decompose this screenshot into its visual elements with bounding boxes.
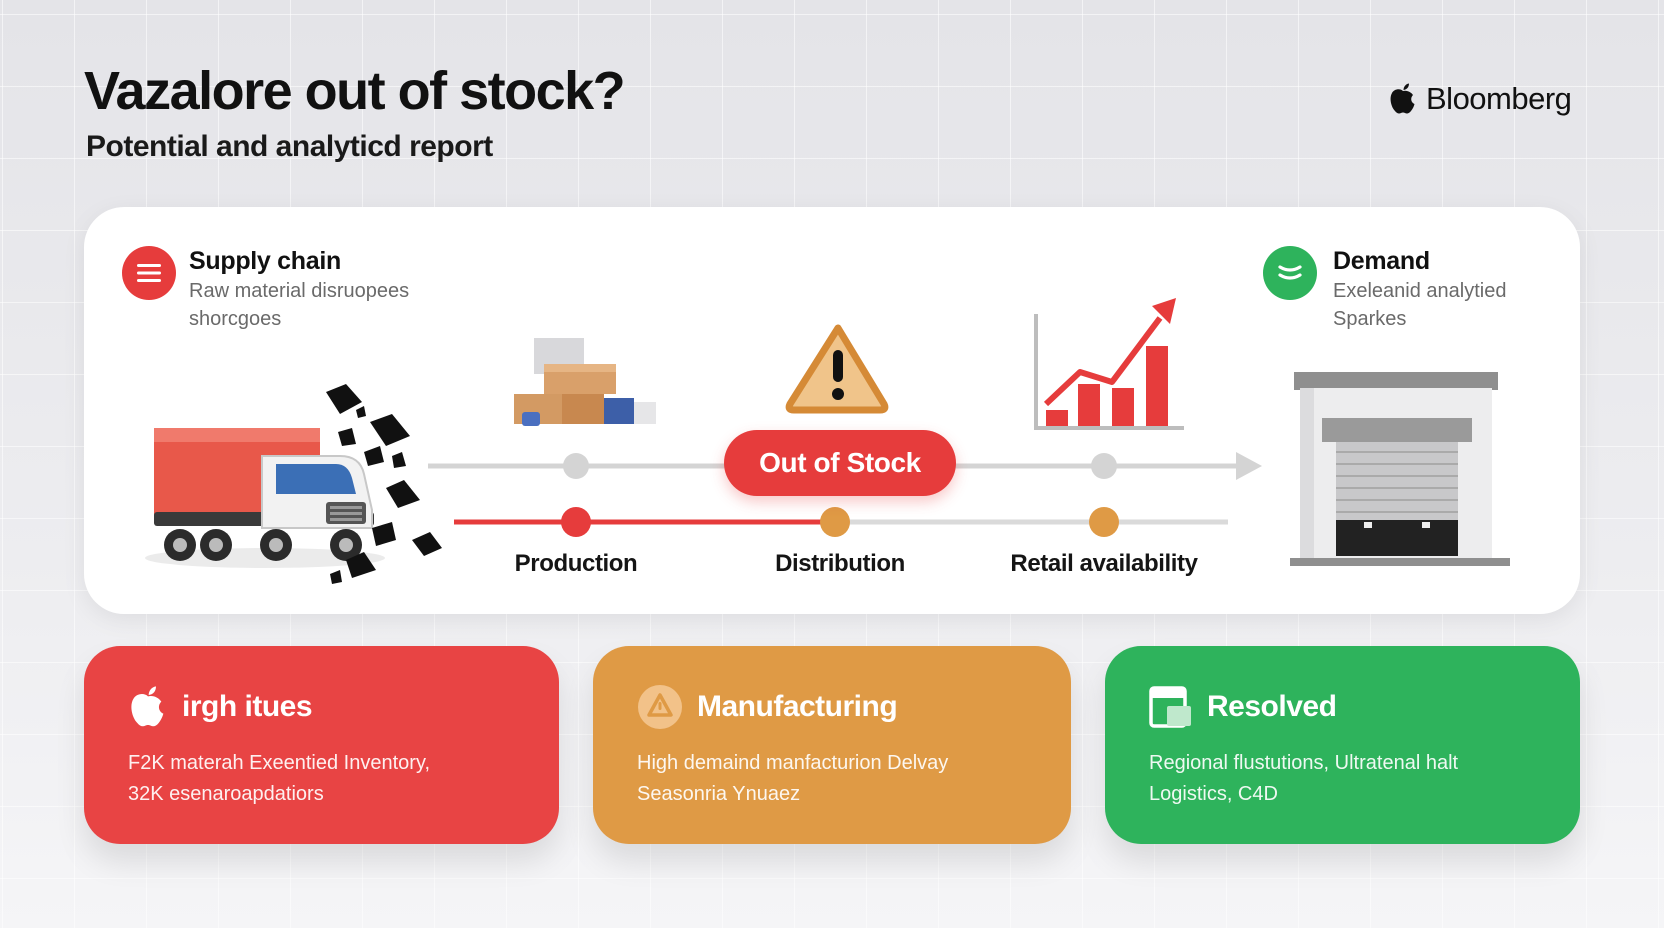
demand-desc-line2: Sparkes [1333, 308, 1407, 330]
menu-icon [122, 246, 176, 300]
double-chevron-icon [1278, 265, 1302, 280]
demand-desc: Exeleanid analytied Sparkes [1333, 277, 1603, 333]
node-retail [1089, 507, 1119, 537]
stage-retail-availability: Retail availability [1010, 550, 1198, 577]
menu-lines-icon [137, 264, 161, 282]
document-icon [1149, 686, 1191, 728]
supply-desc-line1: Raw material disruopees [189, 280, 410, 302]
page-subtitle: Potential and analyticd report [86, 130, 493, 163]
demand-desc-line1: Exeleanid analytied [1333, 280, 1507, 302]
node-distribution [820, 507, 850, 537]
apple-logo-icon [1390, 83, 1415, 114]
warning-circle-icon [638, 685, 682, 729]
brand-logo: Bloomberg [1388, 78, 1572, 120]
apple-icon [131, 686, 164, 727]
card-manufacturing: Manufacturing High demaind manfacturion … [593, 646, 1071, 844]
card-desc-manufacturing: High demaind manfacturion Delvay Seasonr… [637, 748, 1031, 810]
stage-distribution: Distribution [775, 550, 905, 577]
page-title: Vazalore out of stock? [84, 61, 626, 121]
card-desc-line2: Logistics, C4D [1149, 783, 1278, 805]
supply-chain-desc: Raw material disruopees shorcgoes [189, 277, 459, 333]
card-desc-line1: High demaind manfacturion Delvay [637, 752, 949, 774]
stage-production: Production [514, 550, 638, 577]
card-desc-line1: F2K materah Exeentied Inventory, [128, 752, 431, 774]
brand-name: Bloomberg [1426, 81, 1572, 116]
supply-desc-line2: shorcgoes [189, 308, 282, 330]
card-title-high-issues: irgh itues [182, 690, 313, 723]
truck-icon [145, 428, 385, 568]
card-title-manufacturing: Manufacturing [697, 690, 898, 723]
card-resolved: Resolved Regional flustutions, Ultratena… [1105, 646, 1580, 844]
timeline-arrow-icon [1236, 452, 1262, 480]
chevrons-icon [1263, 246, 1317, 300]
card-desc-line1: Regional flustutions, Ultratenal halt [1149, 752, 1459, 774]
supply-chain-title: Supply chain [189, 247, 341, 275]
card-desc-resolved: Regional flustutions, Ultratenal halt Lo… [1149, 748, 1540, 810]
top-node-retail [1091, 453, 1117, 479]
card-title-resolved: Resolved [1207, 690, 1337, 723]
growth-chart-icon [1034, 298, 1184, 430]
card-high-issues: irgh itues F2K materah Exeentied Invento… [84, 646, 559, 844]
boxes-icon [514, 338, 656, 426]
node-production [561, 507, 591, 537]
demand-title: Demand [1333, 247, 1430, 275]
card-desc-high-issues: F2K materah Exeentied Inventory, 32K ese… [128, 748, 519, 810]
warehouse-icon [1290, 372, 1510, 566]
debris-icon [326, 384, 442, 584]
warning-icon [785, 324, 889, 414]
out-of-stock-badge: Out of Stock [724, 430, 956, 496]
card-desc-line2: Seasonria Ynuaez [637, 783, 801, 805]
top-node-production [563, 453, 589, 479]
card-desc-line2: 32K esenaroapdatiors [128, 783, 324, 805]
out-of-stock-label: Out of Stock [759, 447, 921, 478]
